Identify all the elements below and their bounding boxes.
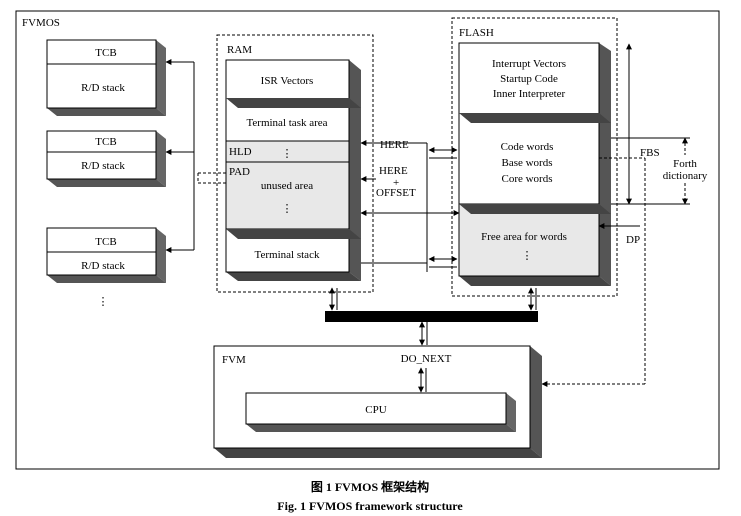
do-next-arrow (418, 367, 427, 393)
tcb-label: TCB (95, 236, 116, 248)
flash-bus-arrow (528, 287, 537, 311)
fvmos-frame (15, 10, 720, 470)
ram-isr-section: ISR Vectors (226, 75, 361, 108)
offset-label: OFFSET (376, 187, 416, 199)
dictionary-label: dictionary (663, 170, 708, 182)
tcb-label: TCB (95, 136, 116, 148)
tcb-block: TCB R/D stack (46, 130, 166, 187)
code-words-label: Code words (501, 141, 554, 153)
isr-vectors-label: ISR Vectors (261, 75, 314, 87)
unused-dots: ⋮ (282, 203, 293, 215)
flash-double-arrows (361, 147, 458, 268)
pad-label: PAD (229, 166, 250, 178)
tcb-more-dots: ⋮ (98, 296, 109, 308)
fvm-feedback-dashed (541, 157, 646, 387)
fvmos-label: FVMOS (22, 17, 60, 29)
caption-cn: 图 1 FVMOS 框架结构 (311, 479, 429, 494)
startup-code-label: Startup Code (500, 73, 558, 85)
tcb-block: TCB R/D stack (46, 39, 166, 116)
hld-dots: ⋮ (282, 148, 293, 160)
base-words-label: Base words (501, 157, 552, 169)
rd-stack-label: R/D stack (81, 160, 125, 172)
rd-stack-label: R/D stack (81, 82, 125, 94)
cpu-label: CPU (365, 404, 386, 416)
core-words-label: Core words (501, 173, 552, 185)
fvm-label: FVM (222, 354, 246, 366)
forth-label: Forth (673, 158, 697, 170)
terminal-stack-label: Terminal stack (255, 249, 320, 261)
caption-en: Fig. 1 FVMOS framework structure (277, 499, 463, 513)
interrupt-vectors-label: Interrupt Vectors (492, 58, 566, 70)
do-next-label: DO_NEXT (401, 353, 452, 365)
free-area-dots: ⋮ (522, 250, 533, 262)
flash-label: FLASH (459, 27, 494, 39)
dp-label: DP (626, 234, 640, 246)
ram-bus-arrow (329, 287, 338, 311)
tcb-block: TCB R/D stack (46, 227, 166, 283)
hld-label: HLD (229, 146, 252, 158)
plus-label: + (393, 177, 399, 189)
tcb-bus (165, 59, 195, 253)
tcb-ram-dashed-arrow (197, 172, 226, 184)
ram-container (216, 34, 374, 293)
rd-stack-label: R/D stack (81, 260, 125, 272)
tcb-label: TCB (95, 47, 116, 59)
inner-interpreter-label: Inner Interpreter (493, 88, 566, 100)
system-bus (325, 311, 538, 322)
free-area-region (458, 203, 600, 277)
here-label: HERE (380, 139, 409, 151)
flash-container (451, 17, 618, 297)
ram-flash-bus (360, 140, 460, 272)
fbs-label: FBS (640, 147, 660, 159)
bus-fvm-arrow (419, 321, 428, 346)
hld-pad-region (225, 140, 350, 230)
ram-label: RAM (227, 44, 252, 56)
fbs-marker (611, 43, 690, 205)
unused-area-label: unused area (261, 180, 313, 192)
cpu-block (245, 392, 507, 425)
terminal-task-label: Terminal task area (246, 117, 327, 129)
free-area-label: Free area for words (481, 231, 567, 243)
here2-label: HERE (379, 165, 408, 177)
